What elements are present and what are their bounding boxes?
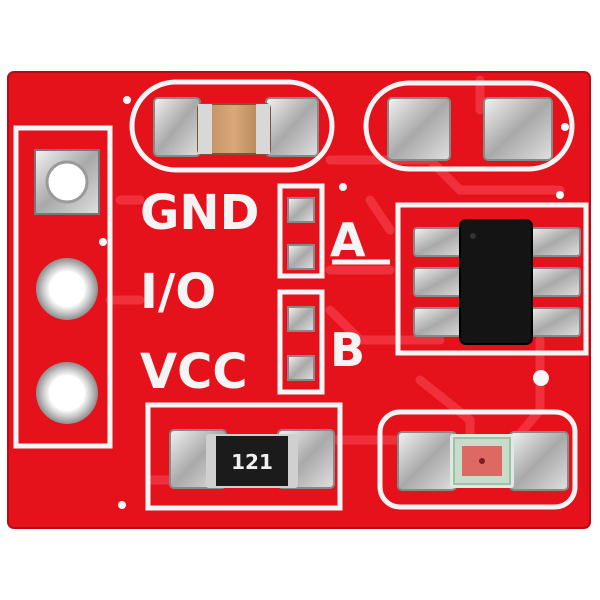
label-io: I/O bbox=[140, 264, 216, 320]
vias bbox=[99, 96, 569, 509]
silkscreen-labels: GND I/O VCC A B bbox=[140, 183, 366, 400]
label-vcc: VCC bbox=[140, 344, 248, 400]
label-jumper-b: B bbox=[330, 323, 365, 377]
label-jumper-a: A bbox=[330, 213, 366, 267]
smd-resistor: 121 bbox=[169, 429, 335, 489]
ic-chip bbox=[413, 219, 581, 345]
header-pins bbox=[34, 149, 100, 424]
smd-capacitor bbox=[153, 97, 319, 157]
label-gnd: GND bbox=[140, 185, 259, 241]
jumper-pads bbox=[287, 197, 315, 381]
smd-led bbox=[397, 431, 569, 491]
unpopulated-pads bbox=[387, 97, 553, 161]
silkscreen-outlines bbox=[13, 79, 589, 511]
resistor-marking: 121 bbox=[231, 450, 273, 474]
